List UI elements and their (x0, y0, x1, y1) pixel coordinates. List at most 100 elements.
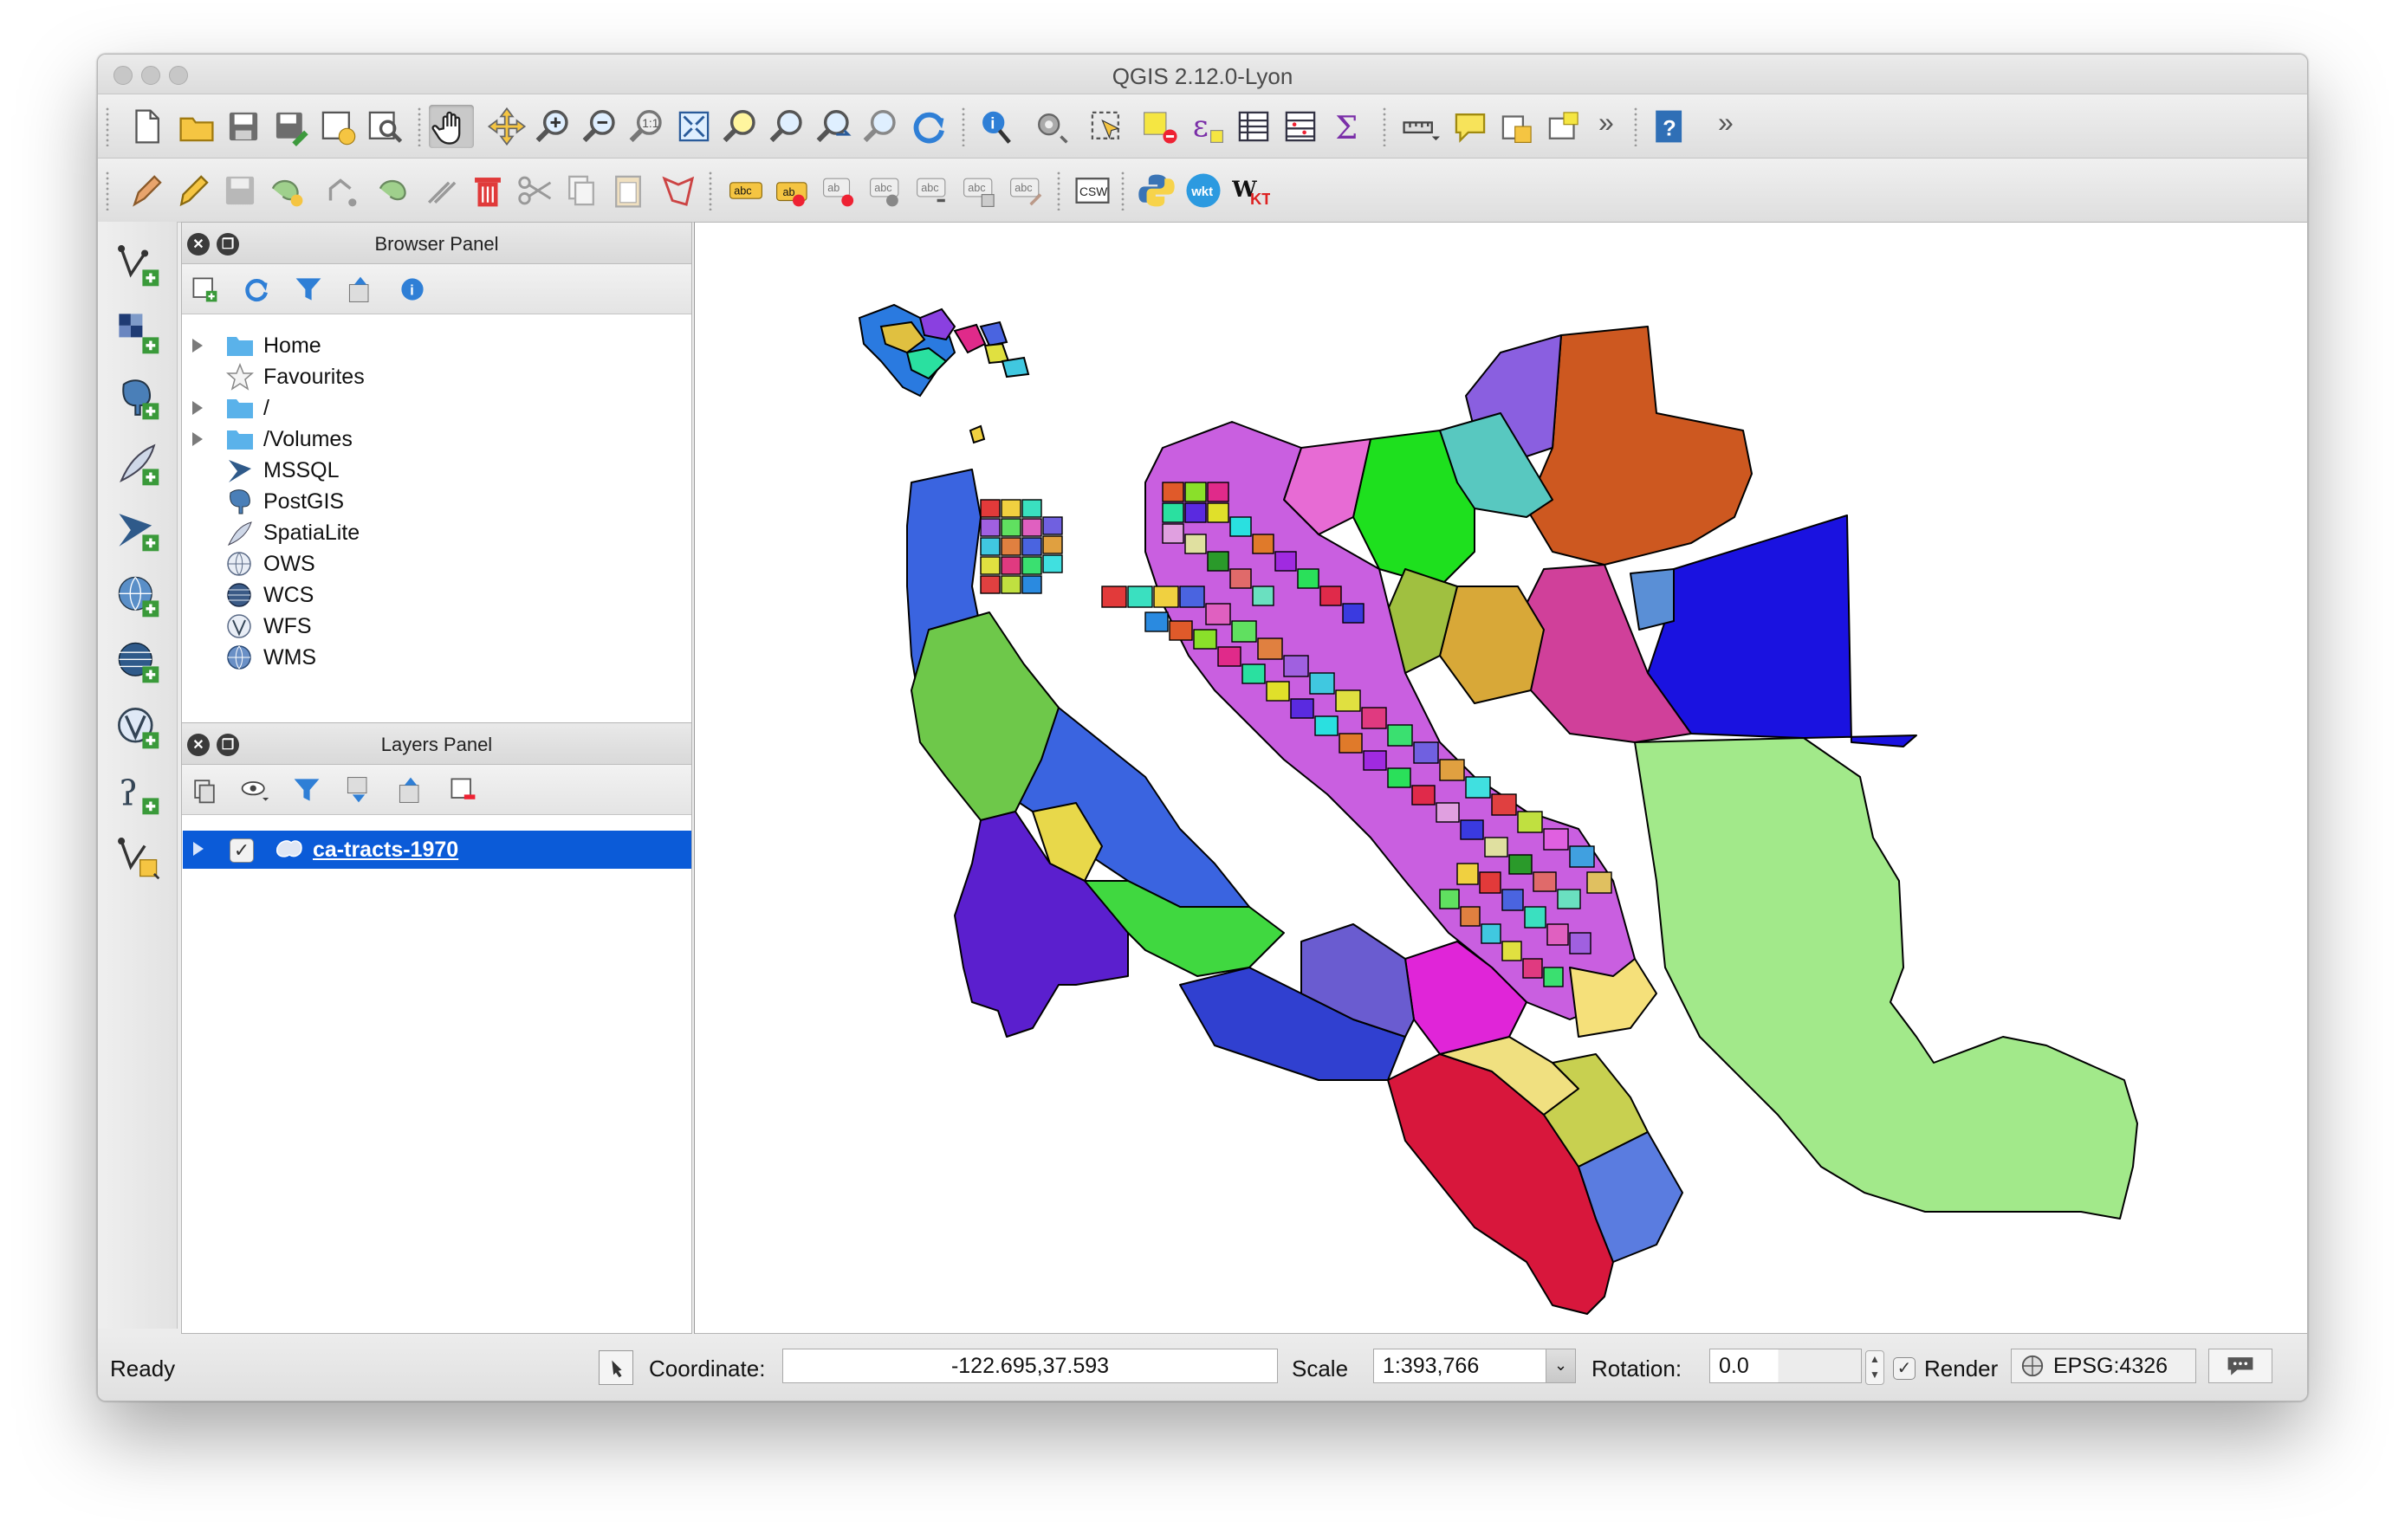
browser-item-wcs[interactable]: WCS (182, 579, 691, 611)
measure-icon[interactable] (1397, 105, 1442, 148)
add-wcs-layer-icon[interactable] (113, 637, 162, 686)
new-shapefile-layer-icon[interactable] (113, 833, 162, 882)
show-bookmarks-icon[interactable] (1541, 105, 1586, 148)
filter-icon[interactable] (291, 272, 326, 307)
browser-item-root[interactable]: / (182, 392, 691, 424)
zoom-last-icon[interactable] (812, 105, 857, 148)
collapse-all-icon[interactable] (343, 272, 378, 307)
new-project-icon[interactable] (124, 105, 169, 148)
add-wfs-layer-icon[interactable] (113, 703, 162, 752)
identify-icon[interactable]: i (973, 105, 1018, 148)
label-properties-icon[interactable]: abc (1004, 169, 1049, 212)
minimize-window-button[interactable] (141, 66, 160, 85)
wkt-icon[interactable]: wkt (1181, 169, 1226, 212)
add-delimited-text-layer-icon[interactable]: ʔ (113, 769, 162, 818)
copy-features-icon[interactable] (559, 169, 604, 212)
zoom-next-icon[interactable] (859, 105, 904, 148)
digitize-icon[interactable] (418, 169, 463, 212)
rotation-spinbox[interactable]: 0.0 (1709, 1349, 1862, 1383)
move-feature-icon[interactable] (318, 169, 363, 212)
zoom-native-icon[interactable]: 1:1 (625, 105, 670, 148)
manage-visibility-icon[interactable] (237, 773, 272, 807)
browser-item-wms[interactable]: WMS (182, 642, 691, 673)
pan-icon[interactable] (429, 105, 474, 148)
help-icon[interactable]: ? (1645, 105, 1690, 148)
refresh-icon[interactable] (239, 272, 274, 307)
expand-all-icon[interactable] (341, 773, 376, 807)
zoom-in-icon[interactable] (531, 105, 576, 148)
cut-features-icon[interactable] (512, 169, 557, 212)
map-canvas[interactable] (694, 222, 2307, 1334)
close-panel-icon[interactable]: ✕ (187, 233, 210, 256)
toggle-editing-icon[interactable] (171, 169, 216, 212)
messages-button[interactable] (2208, 1349, 2272, 1383)
paste-features-icon[interactable] (606, 169, 651, 212)
expand-arrow-icon[interactable] (193, 842, 204, 856)
map-tips-icon[interactable] (1448, 105, 1493, 148)
filter-legend-icon[interactable] (289, 773, 324, 807)
labeling-icon[interactable]: abc (723, 169, 768, 212)
close-window-button[interactable] (113, 66, 133, 85)
zoom-window-button[interactable] (169, 66, 188, 85)
browser-item-ows[interactable]: OWS (182, 548, 691, 579)
digitize-polygon-icon[interactable] (656, 169, 701, 212)
show-hide-labels-icon[interactable]: ab (817, 169, 862, 212)
browser-item-wfs[interactable]: WFS (182, 611, 691, 642)
node-tool-icon[interactable] (372, 169, 417, 212)
browser-item-home[interactable]: Home (182, 330, 691, 361)
open-project-icon[interactable] (174, 105, 219, 148)
expand-arrow-icon[interactable] (192, 339, 203, 353)
new-bookmark-icon[interactable] (1494, 105, 1540, 148)
zoom-to-layer-icon[interactable] (765, 105, 810, 148)
toggle-coordinate-extents-icon[interactable] (599, 1350, 633, 1385)
csw-icon[interactable]: CSW (1070, 169, 1115, 212)
save-as-icon[interactable] (268, 105, 313, 148)
rotate-label-icon[interactable]: abc (911, 169, 956, 212)
scale-combobox[interactable]: 1:393,766 ⌄ (1373, 1349, 1576, 1383)
composer-manager-icon[interactable] (361, 105, 406, 148)
select-icon[interactable] (1084, 105, 1129, 148)
save-project-icon[interactable] (221, 105, 266, 148)
coordinate-field[interactable]: -122.695,37.593 (782, 1349, 1278, 1383)
expand-arrow-icon[interactable] (192, 401, 203, 415)
browser-item-spatialite[interactable]: SpatiaLite (182, 517, 691, 548)
action-icon[interactable] (1028, 105, 1073, 148)
move-label-icon[interactable]: abc (864, 169, 909, 212)
layer-visibility-checkbox[interactable]: ✓ (230, 838, 254, 863)
delete-selected-icon[interactable] (465, 169, 510, 212)
refresh-icon[interactable] (905, 105, 950, 148)
float-panel-icon[interactable]: ❐ (217, 233, 239, 256)
pin-labels-icon[interactable]: ab (770, 169, 815, 212)
properties-info-icon[interactable]: i (395, 272, 430, 307)
toolbar-overflow-icon[interactable]: » (1718, 107, 1734, 138)
toolbar-overflow-icon[interactable]: » (1598, 107, 1614, 138)
browser-item-favourites[interactable]: Favourites (182, 361, 691, 392)
zoom-to-selection-icon[interactable] (718, 105, 763, 148)
render-checkbox[interactable]: ✓ (1893, 1357, 1916, 1380)
browser-item-volumes[interactable]: /Volumes (182, 424, 691, 455)
field-calculator-icon[interactable]: Σ (1325, 105, 1370, 148)
add-postgis-layer-icon[interactable] (113, 374, 162, 423)
add-vector-layer-icon[interactable] (113, 241, 162, 289)
add-spatialite-layer-icon[interactable] (113, 440, 162, 489)
layer-row[interactable]: ✓ ca-tracts-1970 (183, 831, 691, 869)
collapse-all-icon[interactable] (393, 773, 428, 807)
new-print-composer-icon[interactable] (314, 105, 360, 148)
pan-to-selection-icon[interactable] (484, 105, 529, 148)
zoom-full-icon[interactable] (671, 105, 716, 148)
rotation-stepper-icon[interactable]: ▲▼ (1865, 1350, 1884, 1385)
float-panel-icon[interactable]: ❐ (217, 734, 239, 756)
deselect-icon[interactable] (1138, 105, 1183, 148)
browser-item-postgis[interactable]: PostGIS (182, 486, 691, 517)
add-wms-layer-icon[interactable] (113, 572, 162, 620)
browser-item-mssql[interactable]: MSSQL (182, 455, 691, 486)
zoom-out-icon[interactable] (578, 105, 623, 148)
add-selected-layers-icon[interactable] (187, 272, 222, 307)
statistical-summary-icon[interactable] (1278, 105, 1323, 148)
add-mssql-layer-icon[interactable] (113, 506, 162, 554)
remove-layer-icon[interactable] (445, 773, 480, 807)
attribute-table-icon[interactable] (1231, 105, 1276, 148)
chevron-down-icon[interactable]: ⌄ (1546, 1349, 1575, 1382)
current-edits-icon[interactable] (124, 169, 169, 212)
